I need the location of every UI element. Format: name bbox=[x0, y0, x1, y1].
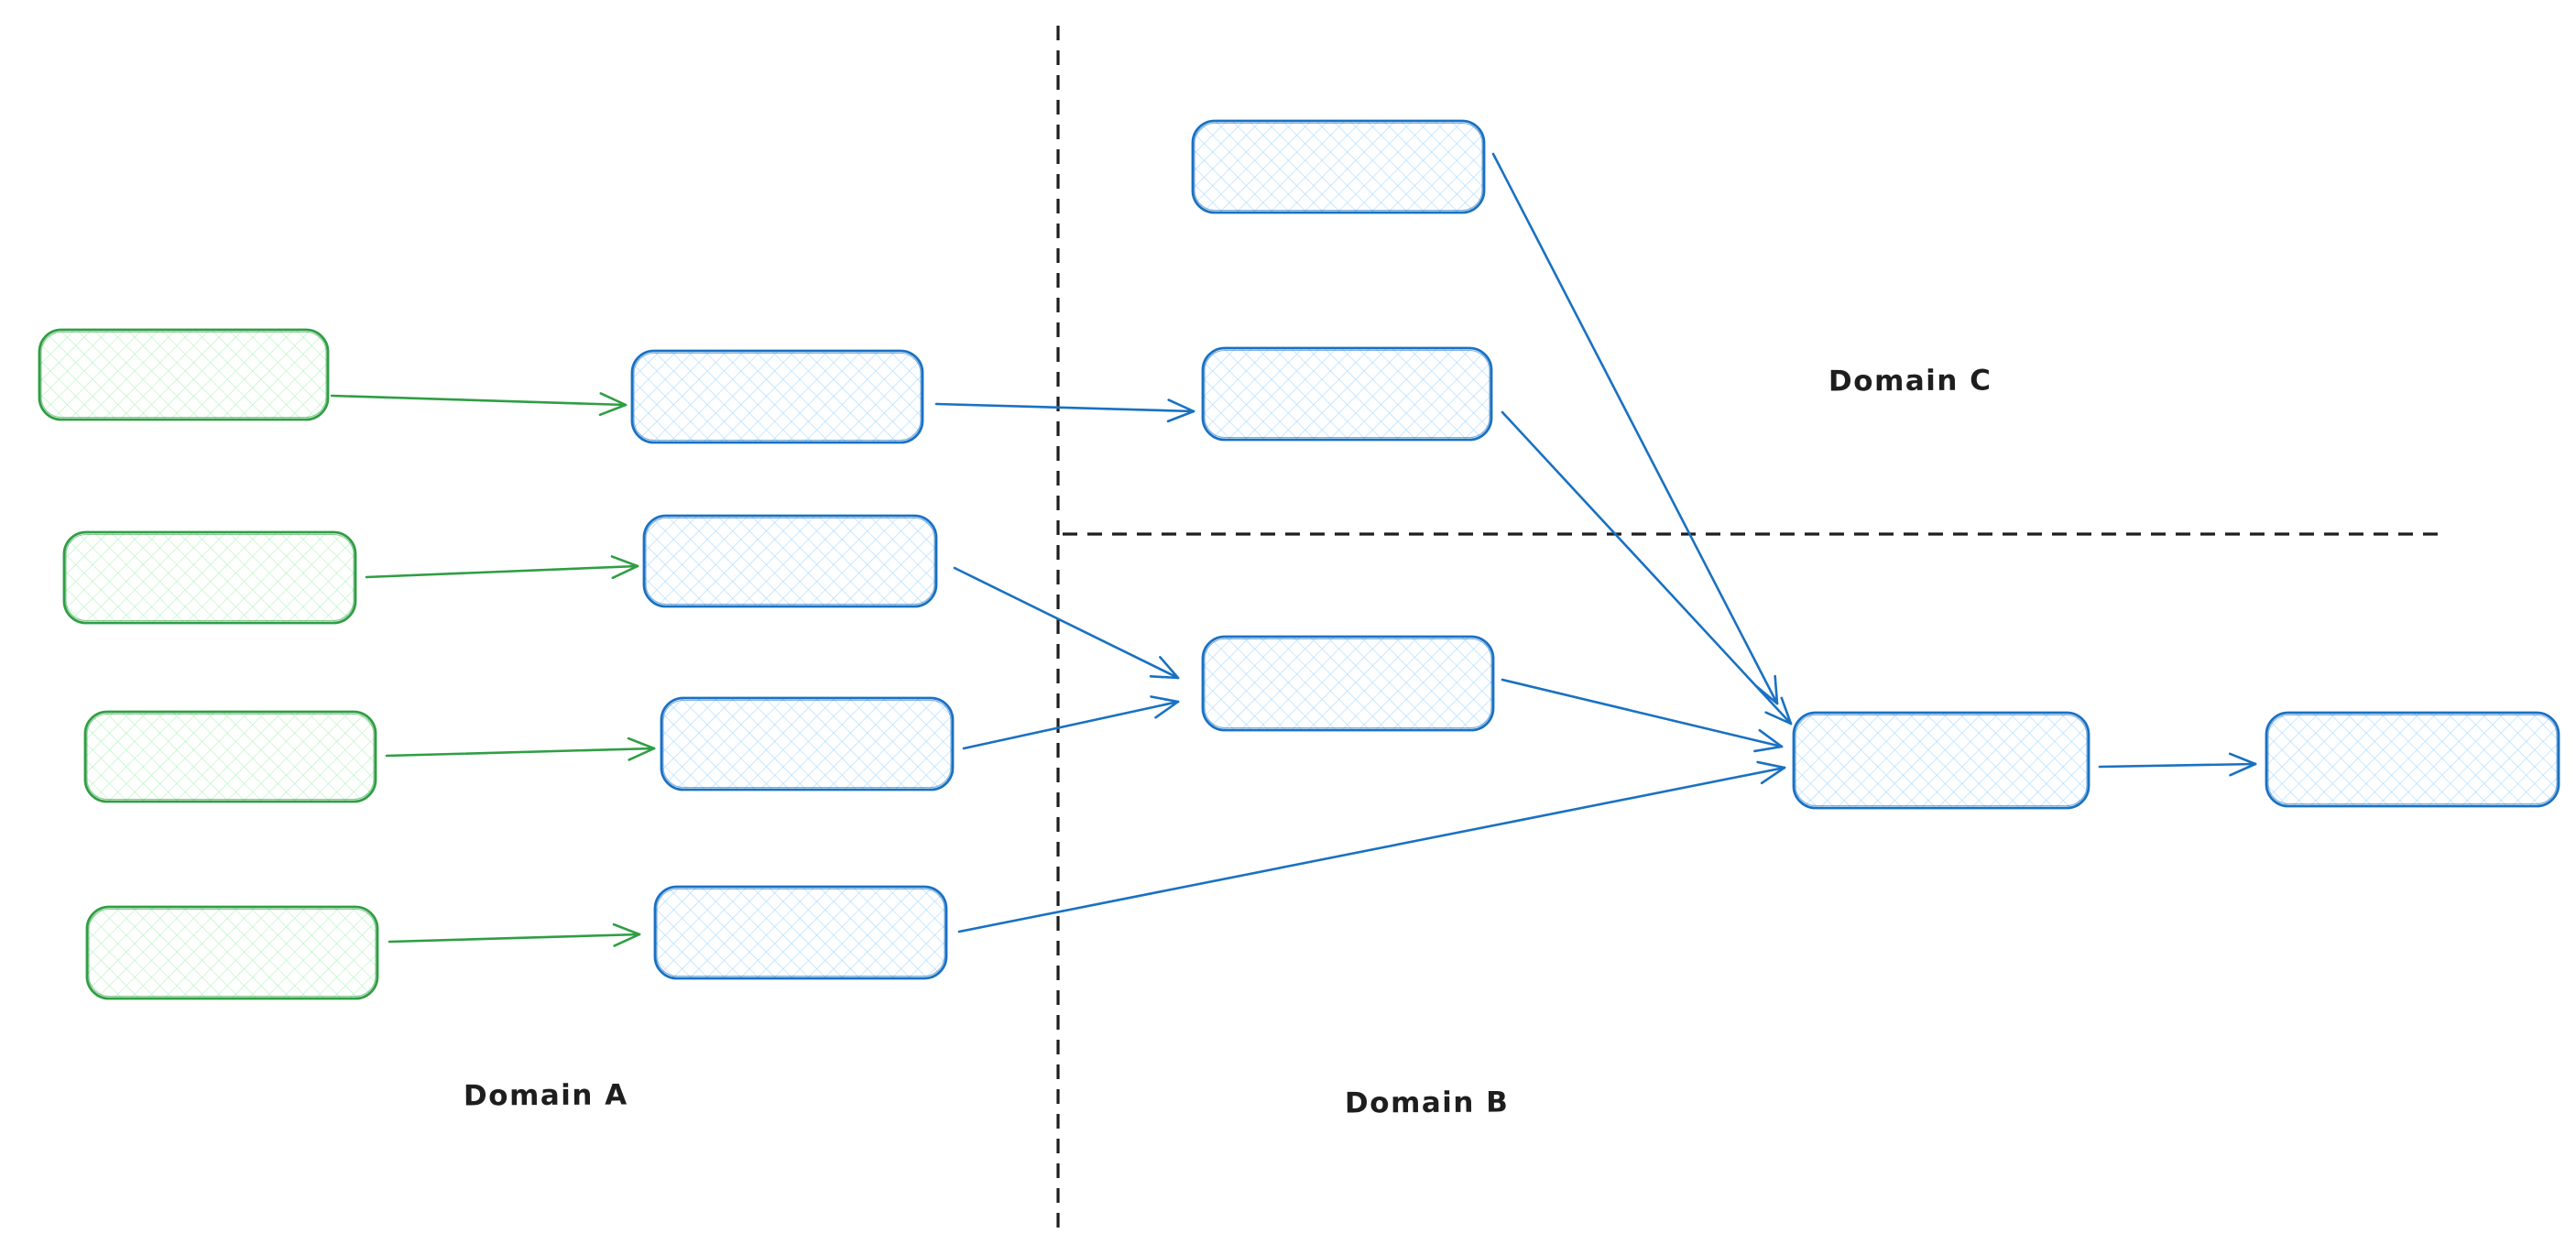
domain-b-aggregator bbox=[1792, 711, 2090, 810]
domain-a-process-3 bbox=[660, 696, 955, 791]
edge-aggregator-to-output bbox=[2098, 752, 2257, 777]
edge-process3-to-domainb1 bbox=[962, 695, 1180, 750]
domain-a-process-1 bbox=[630, 349, 924, 444]
edge-process4-to-aggregator bbox=[957, 760, 1786, 933]
domain-a-process-4 bbox=[653, 885, 948, 980]
domain-b-output bbox=[2265, 711, 2560, 808]
domain-c-label: Domain C bbox=[1828, 364, 1992, 398]
edge-process1-to-domainc2 bbox=[934, 398, 1195, 423]
edge-domainc1-to-aggregator bbox=[1491, 152, 1779, 705]
domain-a-label: Domain A bbox=[463, 1078, 628, 1113]
edge-source2-to-process2 bbox=[365, 555, 639, 580]
edge-source1-to-process1 bbox=[330, 392, 628, 417]
domain-a-source-3 bbox=[83, 710, 377, 803]
domain-b-label: Domain B bbox=[1344, 1086, 1510, 1120]
domain-a-process-2 bbox=[642, 514, 938, 608]
domain-a-source-4 bbox=[85, 905, 379, 1000]
domain-a-source-1 bbox=[38, 328, 330, 421]
edge-domainc2-to-aggregator bbox=[1501, 410, 1793, 726]
edge-domainb1-to-aggregator bbox=[1501, 678, 1784, 753]
domain-a-source-2 bbox=[62, 530, 357, 625]
domain-c-node-1 bbox=[1191, 119, 1486, 214]
edge-source4-to-process4 bbox=[387, 922, 641, 947]
domain-b-node-1 bbox=[1201, 635, 1495, 732]
domain-c-node-2 bbox=[1201, 346, 1493, 442]
edge-source3-to-process3 bbox=[385, 737, 656, 761]
edge-process2-to-domainb1 bbox=[953, 566, 1180, 680]
